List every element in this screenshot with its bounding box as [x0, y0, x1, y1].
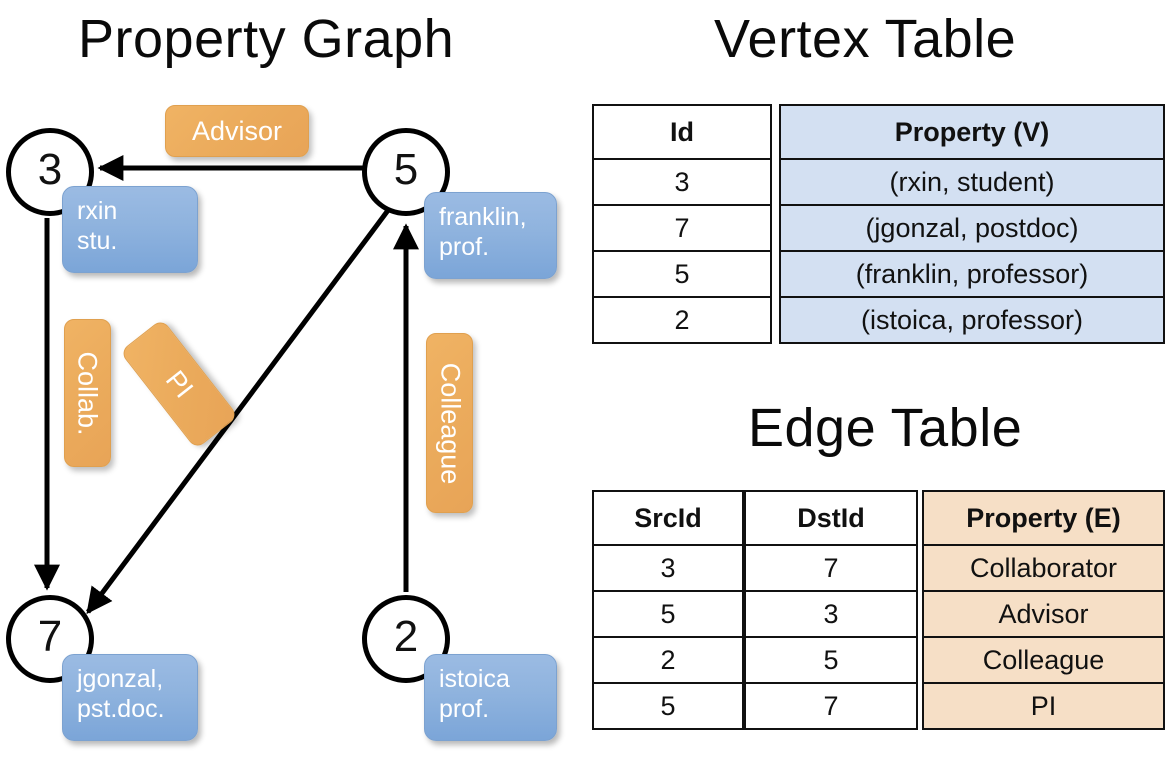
- edge-table-header-srcid: SrcId: [592, 490, 744, 546]
- table-row[interactable]: 7: [744, 682, 918, 730]
- edge-label-advisor[interactable]: Advisor: [165, 105, 309, 157]
- edge-label-colleague[interactable]: Colleague: [426, 333, 473, 513]
- table-row[interactable]: Collaborator: [922, 544, 1165, 592]
- edge-table-cell-dstid: 3: [744, 590, 918, 638]
- table-header-row: Property (E): [922, 490, 1165, 546]
- graph-node-7-label: 7: [37, 612, 63, 661]
- vertex-table-cell-id: 3: [592, 158, 772, 206]
- vertex-property-box-franklin[interactable]: franklin, prof.: [424, 192, 557, 279]
- edge-table-property-column: Property (E) Collaborator Advisor Collea…: [922, 490, 1165, 730]
- edge-table-cell-srcid: 5: [592, 590, 744, 638]
- vertex-property-box-istoica[interactable]: istoica prof.: [424, 654, 557, 741]
- vertex-table-cell-property: (rxin, student): [779, 158, 1165, 206]
- table-row[interactable]: Advisor: [922, 590, 1165, 638]
- table-row[interactable]: 2: [592, 296, 772, 344]
- vertex-property-box-rxin[interactable]: rxin stu.: [62, 186, 198, 273]
- edge-table-cell-dstid: 7: [744, 544, 918, 592]
- vertex-table-header-id: Id: [592, 104, 772, 160]
- vertex-property-box-jgonzal[interactable]: jgonzal, pst.doc.: [62, 654, 198, 741]
- edge-table-cell-dstid: 5: [744, 636, 918, 684]
- vertex-property-jgonzal-line1: jgonzal,: [77, 665, 164, 693]
- vertex-table-cell-property: (istoica, professor): [779, 296, 1165, 344]
- table-row[interactable]: 5: [592, 682, 744, 730]
- vertex-property-rxin-line2: stu.: [77, 226, 118, 255]
- edge-label-pi-text: PI: [159, 364, 200, 403]
- edge-table-dstid-column: DstId 7 3 5 7: [744, 490, 918, 730]
- graph-node-5-label: 5: [393, 145, 419, 194]
- edge-table-cell-property: Advisor: [922, 590, 1165, 638]
- edge-table-srcid-column: SrcId 3 5 2 5: [592, 490, 744, 730]
- vertex-property-franklin-line2: prof.: [439, 232, 490, 261]
- table-row[interactable]: 5: [592, 250, 772, 298]
- page-title-vertex-table: Vertex Table: [714, 9, 1017, 69]
- table-row[interactable]: (istoica, professor): [779, 296, 1165, 344]
- edge-table-cell-property: Collaborator: [922, 544, 1165, 592]
- table-header-row: SrcId: [592, 490, 744, 546]
- table-row[interactable]: (jgonzal, postdoc): [779, 204, 1165, 252]
- vertex-property-jgonzal-line2: pst.doc.: [77, 694, 165, 723]
- edge-table-cell-srcid: 2: [592, 636, 744, 684]
- vertex-table-id-column: Id 3 7 5 2: [592, 104, 772, 344]
- table-header-row: Id: [592, 104, 772, 160]
- graph-edges-svg: [34, 155, 419, 615]
- edge-table-cell-property: Colleague: [922, 636, 1165, 684]
- table-row[interactable]: 2: [592, 636, 744, 684]
- table-row[interactable]: 3: [592, 544, 744, 592]
- vertex-property-franklin-line1: franklin,: [439, 203, 527, 231]
- graph-node-3-label: 3: [37, 145, 63, 194]
- edge-pi-5-to-7: [85, 203, 395, 615]
- page-title-edge-table: Edge Table: [748, 398, 1023, 458]
- table-row[interactable]: Colleague: [922, 636, 1165, 684]
- table-row[interactable]: 3: [744, 590, 918, 638]
- table-row[interactable]: 5: [592, 590, 744, 638]
- vertex-table-property-column: Property (V) (rxin, student) (jgonzal, p…: [779, 104, 1165, 344]
- table-row[interactable]: 5: [744, 636, 918, 684]
- edge-label-collab[interactable]: Collab.: [64, 319, 111, 467]
- vertex-table-cell-property: (franklin, professor): [779, 250, 1165, 298]
- edge-label-colleague-text: Colleague: [435, 362, 465, 484]
- edge-table-header-property: Property (E): [922, 490, 1165, 546]
- edge-table-header-dstid: DstId: [744, 490, 918, 546]
- graph-node-5[interactable]: 5: [362, 128, 450, 216]
- table-row[interactable]: (rxin, student): [779, 158, 1165, 206]
- property-graph-diagram: 3 5 7 2 rxin stu. franklin, prof. jgonza…: [6, 105, 557, 741]
- graph-node-2[interactable]: 2: [362, 595, 450, 683]
- page-title-property-graph: Property Graph: [78, 9, 455, 69]
- vertex-property-istoica-line2: prof.: [439, 694, 490, 723]
- edge-label-collab-text: Collab.: [73, 350, 104, 436]
- vertex-table-cell-property: (jgonzal, postdoc): [779, 204, 1165, 252]
- vertex-table-cell-id: 2: [592, 296, 772, 344]
- vertex-property-istoica-line1: istoica: [439, 665, 510, 693]
- vertex-table-cell-id: 5: [592, 250, 772, 298]
- table-row[interactable]: (franklin, professor): [779, 250, 1165, 298]
- table-row[interactable]: 7: [592, 204, 772, 252]
- graph-node-2-label: 2: [393, 612, 419, 661]
- table-row[interactable]: 3: [592, 158, 772, 206]
- edge-label-advisor-text: Advisor: [191, 115, 283, 146]
- table-header-row: Property (V): [779, 104, 1165, 160]
- edge-table-cell-property: PI: [922, 682, 1165, 730]
- table-row[interactable]: PI: [922, 682, 1165, 730]
- vertex-property-rxin-line1: rxin: [77, 197, 118, 225]
- table-header-row: DstId: [744, 490, 918, 546]
- edge-table-cell-srcid: 3: [592, 544, 744, 592]
- vertex-table-cell-id: 7: [592, 204, 772, 252]
- vertex-table-header-property: Property (V): [779, 104, 1165, 160]
- table-row[interactable]: 7: [744, 544, 918, 592]
- edge-table-cell-srcid: 5: [592, 682, 744, 730]
- edge-table-cell-dstid: 7: [744, 682, 918, 730]
